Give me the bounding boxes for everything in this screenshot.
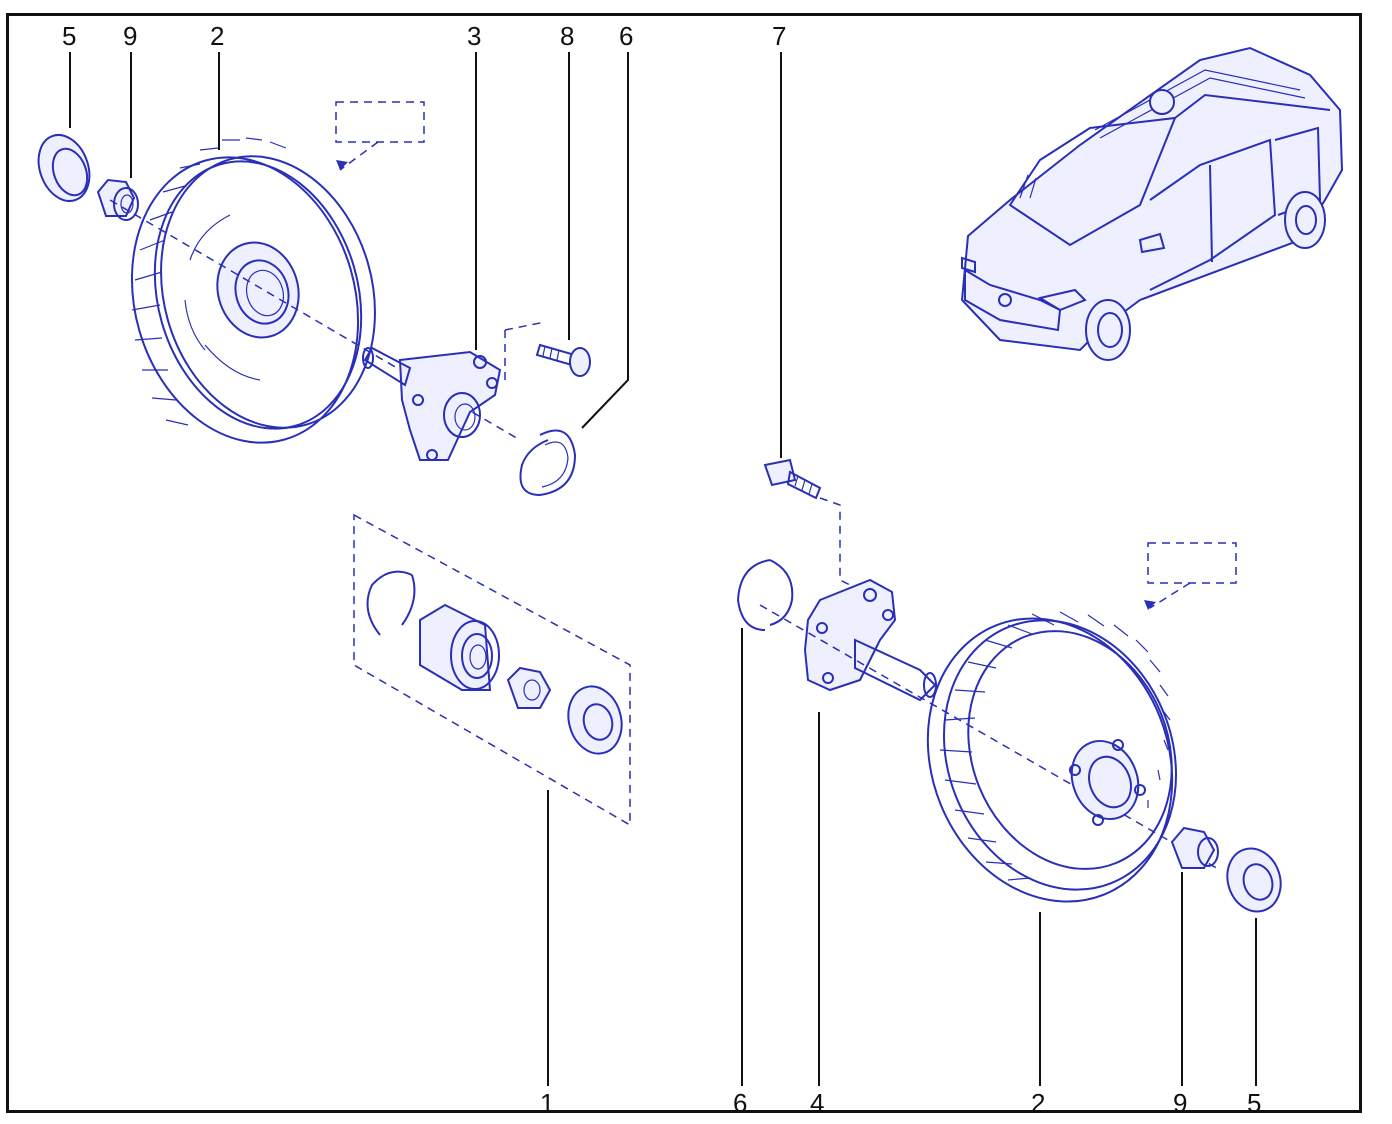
bearing-kit-box — [353, 513, 631, 827]
callout-top-3: 3 — [467, 21, 481, 51]
kit-nut — [506, 666, 552, 709]
hub-nut-top — [96, 178, 139, 221]
bearing-kit — [366, 570, 623, 755]
callout-bottom-2: 2 — [1031, 1088, 1045, 1118]
callout-bottom-4: 4 — [810, 1088, 824, 1118]
callout-bottom-5: 5 — [1247, 1088, 1261, 1118]
callout-top-8: 8 — [560, 21, 574, 51]
brake-drum-bottom — [926, 611, 1178, 903]
circlip-bottom — [736, 559, 794, 631]
axis-line-bottom — [759, 604, 1221, 871]
callout-bottom-1: 1 — [540, 1088, 554, 1118]
callout-top-2: 2 — [210, 21, 224, 51]
callout-bottom-9: 9 — [1173, 1088, 1187, 1118]
dust-cap-top — [37, 134, 91, 202]
callout-top-5: 5 — [62, 21, 76, 51]
callout-top-9: 9 — [123, 21, 137, 51]
callouts: 5 9 2 3 8 6 7 1 6 4 2 9 5 — [62, 21, 1261, 1118]
callout-top-7: 7 — [772, 21, 786, 51]
brake-drum-top — [130, 137, 376, 444]
diagram-frame — [6, 13, 1362, 1113]
reference-box-top — [335, 101, 425, 143]
leader-top-6 — [581, 52, 629, 429]
bolt-top — [535, 343, 591, 377]
stub-axle-bottom — [803, 578, 937, 702]
circlip-top — [519, 429, 577, 497]
bolt-bottom — [763, 458, 822, 500]
kit-circlip — [366, 570, 416, 636]
reference-box-bottom — [1147, 542, 1237, 584]
callout-bottom-6: 6 — [733, 1088, 747, 1118]
kit-bearing — [419, 603, 492, 691]
vehicle-illustration — [960, 46, 1344, 361]
stub-axle-top — [362, 346, 502, 461]
hub-nut-bottom — [1170, 826, 1219, 869]
callout-top-6: 6 — [619, 21, 633, 51]
kit-cap — [567, 685, 623, 755]
dust-cap-bottom — [1226, 847, 1282, 913]
